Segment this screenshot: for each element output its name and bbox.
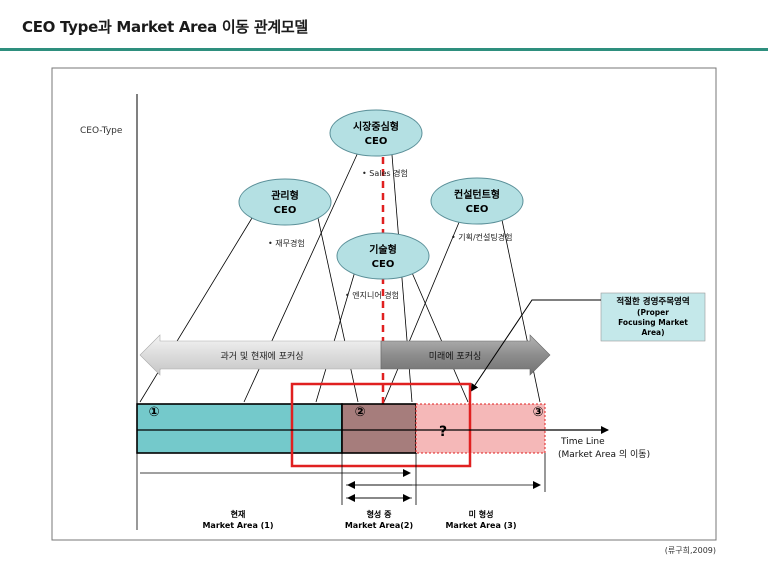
ceo-type-consultant: 컨설턴트형 CEO • 기획/컨설팅경험 (430, 177, 524, 242)
unknown-area-mark: ? (439, 424, 447, 440)
source-citation: (류구희,2009) (665, 545, 716, 555)
ceo-label-line2: CEO (365, 136, 388, 147)
callout-korean: 적절한 경영주목영역 (616, 296, 689, 307)
marker-3: ③ (532, 405, 543, 420)
connector-line (139, 217, 253, 403)
ceo-label-line1: 컨설턴트형 (454, 188, 500, 201)
ceo-label-line2: CEO (372, 259, 395, 270)
market-area-3-box (415, 403, 546, 454)
connector-line (383, 219, 461, 403)
ceo-type-manager: 관리형 CEO • 재무경험 (238, 178, 332, 248)
area-2-sublabel: Market Area(2) (345, 521, 413, 530)
area-3-sublabel: Market Area (3) (445, 521, 516, 530)
ceo-experience-note: • 재무경험 (268, 238, 305, 248)
ceo-type-technical: 기술형 CEO • 엔지니어 경험 (336, 232, 430, 300)
title-underline (0, 48, 768, 51)
future-focus-arrow (380, 334, 551, 376)
dimension-guides (136, 453, 546, 530)
connector-line (409, 267, 469, 403)
proper-focus-area-box (290, 382, 472, 468)
callout-english-line1: (Proper (637, 308, 669, 317)
market-area-1-box (136, 403, 343, 454)
ceo-experience-note: • Sales 경험 (362, 168, 408, 178)
area-1-label: 현재 (231, 509, 246, 519)
past-focus-label: 과거 및 현재에 포커싱 (220, 350, 303, 362)
time-line-label: Time Line (560, 437, 605, 447)
time-line-sublabel: (Market Area 의 이동) (558, 449, 650, 460)
connector-line (317, 217, 359, 403)
ceo-label-line2: CEO (466, 204, 489, 215)
y-axis-label: CEO-Type (80, 126, 123, 136)
ceo-label-line1: 관리형 (271, 189, 299, 202)
connector-line (501, 219, 541, 403)
area-1-sublabel: Market Area (1) (202, 521, 273, 530)
ceo-label-line1: 시장중심형 (353, 120, 399, 133)
page-title: CEO Type과 Market Area 이동 관계모델 (22, 18, 308, 36)
proper-focusing-callout: 적절한 경영주목영역 (Proper Focusing Market Area) (600, 292, 706, 342)
connector-line (315, 267, 357, 403)
callout-pointer (470, 299, 601, 392)
future-focus-label: 미래에 포커싱 (429, 351, 482, 362)
ceo-label-line2: CEO (274, 205, 297, 216)
area-3-label: 미 형성 (469, 509, 494, 519)
ceo-type-market: 시장중심형 CEO • Sales 경험 (329, 109, 423, 178)
callout-english-line2: Focusing Market (618, 318, 688, 327)
ceo-label-line1: 기술형 (369, 243, 397, 256)
area-2-label: 형성 중 (367, 509, 393, 519)
ceo-experience-note: • 엔지니어 경험 (345, 290, 399, 300)
marker-1: ① (148, 405, 159, 420)
callout-english-line3: Area) (641, 328, 664, 337)
marker-2: ② (354, 405, 365, 420)
market-area-2-box (341, 403, 417, 454)
diagram-frame (51, 67, 717, 541)
ceo-experience-note: • 기획/컨설팅경험 (451, 232, 512, 242)
